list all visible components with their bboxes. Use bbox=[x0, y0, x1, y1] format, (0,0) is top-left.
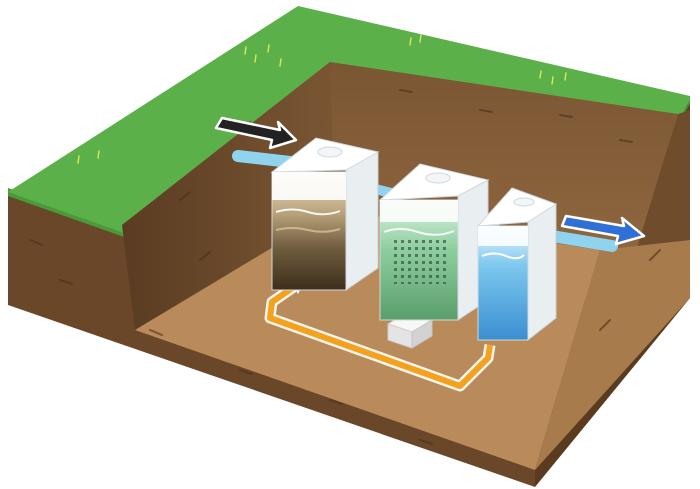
tank1-lid bbox=[317, 146, 343, 158]
tank1-side bbox=[345, 151, 379, 291]
biological-filter-tank bbox=[378, 163, 490, 321]
tank2-lid bbox=[425, 172, 451, 184]
filter-media bbox=[392, 240, 448, 284]
clarifier-tank bbox=[476, 187, 558, 342]
sedimentation-tank bbox=[270, 137, 380, 291]
tank3-side bbox=[527, 203, 557, 342]
pit-floor-right bbox=[535, 240, 690, 470]
outflow-arrow bbox=[560, 214, 646, 246]
grass-texture bbox=[77, 34, 567, 164]
tank3-top bbox=[476, 187, 558, 227]
inflow-arrow bbox=[214, 116, 298, 150]
air-blower bbox=[386, 298, 434, 349]
tank3-lid bbox=[513, 197, 535, 207]
